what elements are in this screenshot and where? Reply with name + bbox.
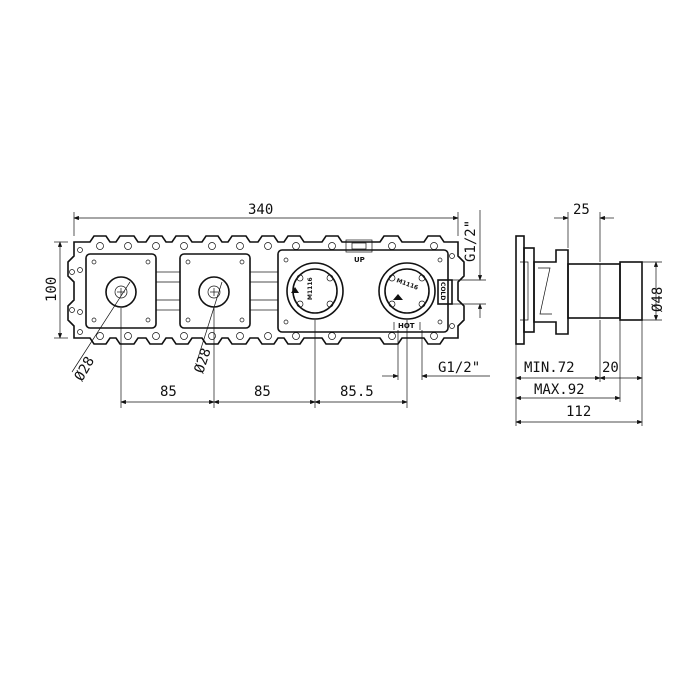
dim-spacing: 85 85 85.5	[120, 308, 408, 408]
hot-label: HOT	[398, 322, 415, 330]
hot-indicator: HOT	[393, 322, 421, 330]
dim-spacing-3-text: 85.5	[340, 384, 374, 400]
dim-side-min-text: MIN.72	[524, 360, 575, 376]
dim-overall-width-text: 340	[248, 202, 273, 218]
dim-thread-top: G1/2"	[452, 210, 486, 318]
dim-side-max-text: MAX.92	[534, 382, 585, 398]
dim-thread-bottom-text: G1/2"	[438, 360, 480, 376]
valve-left	[105, 276, 137, 308]
dim-diameter-left-2-text: Ø28	[192, 346, 215, 375]
dim-side-total-text: 112	[566, 404, 591, 420]
valve-middle	[198, 276, 230, 308]
dim-overall-width: 340	[73, 202, 459, 236]
dim-side-20-text: 20	[602, 360, 619, 376]
dim-thread-top-text: G1/2"	[463, 220, 479, 262]
dim-diameter-left-2: Ø28	[192, 281, 223, 375]
dim-side-diameter-text: Ø48	[650, 287, 666, 312]
dim-side-bottom: MIN.72 20 MAX.92 112	[515, 320, 643, 426]
up-label: UP	[354, 256, 365, 264]
dim-spacing-2-text: 85	[254, 384, 271, 400]
cartridge-left: M1116	[286, 262, 344, 320]
dim-spacing-1-text: 85	[160, 384, 177, 400]
cold-label: COLD	[439, 282, 446, 300]
dim-diameter-left-1-text: Ø28	[72, 354, 99, 384]
up-indicator: UP	[345, 239, 373, 264]
dim-side-25: 25	[554, 202, 614, 262]
part-code-label-1: M1116	[307, 277, 314, 300]
dim-overall-height-text: 100	[44, 277, 60, 302]
side-view	[515, 235, 643, 345]
cold-inlet: COLD	[437, 279, 453, 305]
dim-side-25-text: 25	[573, 202, 590, 218]
dim-thread-bottom: G1/2"	[382, 330, 490, 380]
dim-side-diameter: Ø48	[642, 261, 666, 321]
dim-overall-height: 100	[44, 241, 68, 339]
cartridge-right: M1116	[378, 262, 436, 320]
part-code-label-2: M1116	[395, 277, 419, 291]
